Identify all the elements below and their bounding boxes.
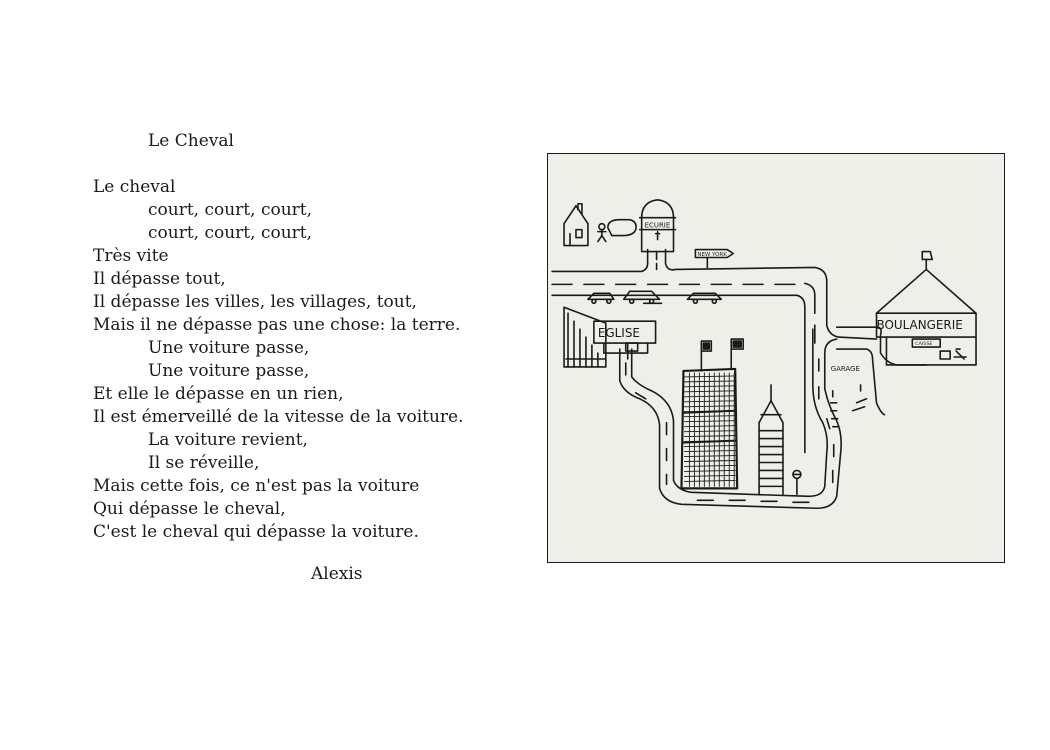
poem-line: Il se réveille, xyxy=(148,453,260,473)
hatch-line xyxy=(684,430,736,433)
road-sign xyxy=(792,469,802,496)
label-eglise: EGLISE xyxy=(598,326,640,340)
pointed-tower xyxy=(758,384,784,496)
bakery-building: BOULANGERIE CAISSE xyxy=(875,250,977,366)
poem-line: Il est émerveillé de la vitesse de la vo… xyxy=(93,407,464,427)
poem-line: Le cheval xyxy=(93,177,176,197)
new-york-sign: NEW YORK xyxy=(694,248,735,269)
label-new-york: NEW YORK xyxy=(697,252,727,258)
drawing-svg: ECURIE NEW YORK EGLISE xyxy=(551,198,977,510)
poem-line: court, court, court, xyxy=(148,223,313,243)
hatch-line xyxy=(684,385,736,388)
label-garage: GARAGE xyxy=(831,365,860,373)
poem-line: Il dépasse les villes, les villages, tou… xyxy=(93,292,417,312)
hatch-line xyxy=(684,460,736,462)
poem-lines: Le cheval court, court, court, court, cour… xyxy=(93,176,464,544)
hatch-line xyxy=(684,425,736,428)
church-building: EGLISE xyxy=(563,306,657,368)
label-boulangerie: BOULANGERIE xyxy=(877,318,963,332)
label-caisse: CAISSE xyxy=(915,341,932,347)
poem-title: Le Cheval xyxy=(148,131,234,151)
poem-line: Mais il ne dépasse pas une chose: la ter… xyxy=(93,315,461,335)
poem-line: Une voiture passe, xyxy=(148,361,310,381)
hatch-line xyxy=(684,455,736,457)
garage-area: GARAGE xyxy=(829,365,868,428)
poem-author: Alexis xyxy=(311,564,363,584)
poem-line: court, court, court, xyxy=(148,200,313,220)
poem-line: Mais cette fois, ce n'est pas la voiture xyxy=(93,476,420,496)
hatch-line xyxy=(684,420,736,423)
skyscraper xyxy=(680,338,744,490)
hatch-line xyxy=(684,450,736,452)
stable-building: ECURIE xyxy=(638,198,677,253)
label-ecurie: ECURIE xyxy=(645,222,671,230)
poem-line: Il dépasse tout, xyxy=(93,269,226,289)
hatch-line xyxy=(684,474,736,477)
hatch-line xyxy=(684,400,736,403)
poem-line: Qui dépasse le cheval, xyxy=(93,499,286,519)
hatch-line xyxy=(684,375,736,378)
poem-line: Très vite xyxy=(93,246,169,266)
small-house xyxy=(563,202,637,247)
hatch-line xyxy=(684,415,736,418)
poem-line: Une voiture passe, xyxy=(148,338,310,358)
poem-line: Et elle le dépasse en un rien, xyxy=(93,384,344,404)
child-drawing: ECURIE NEW YORK EGLISE xyxy=(547,153,1005,563)
bakery-road xyxy=(835,326,928,416)
hatch-line xyxy=(684,380,736,383)
hatch-line xyxy=(684,390,736,393)
top-road xyxy=(551,248,878,454)
hatch-line xyxy=(684,445,736,448)
hatch-line xyxy=(684,465,736,467)
hatch-line xyxy=(684,470,736,472)
hatch-line xyxy=(684,405,736,408)
poem-line: La voiture revient, xyxy=(148,430,308,450)
hatch-line xyxy=(684,479,736,482)
loop-road xyxy=(618,328,842,510)
poem-line: C'est le cheval qui dépasse la voiture. xyxy=(93,522,419,542)
hatch-line xyxy=(684,435,736,438)
hatch-line xyxy=(684,395,736,398)
cars xyxy=(587,290,723,305)
